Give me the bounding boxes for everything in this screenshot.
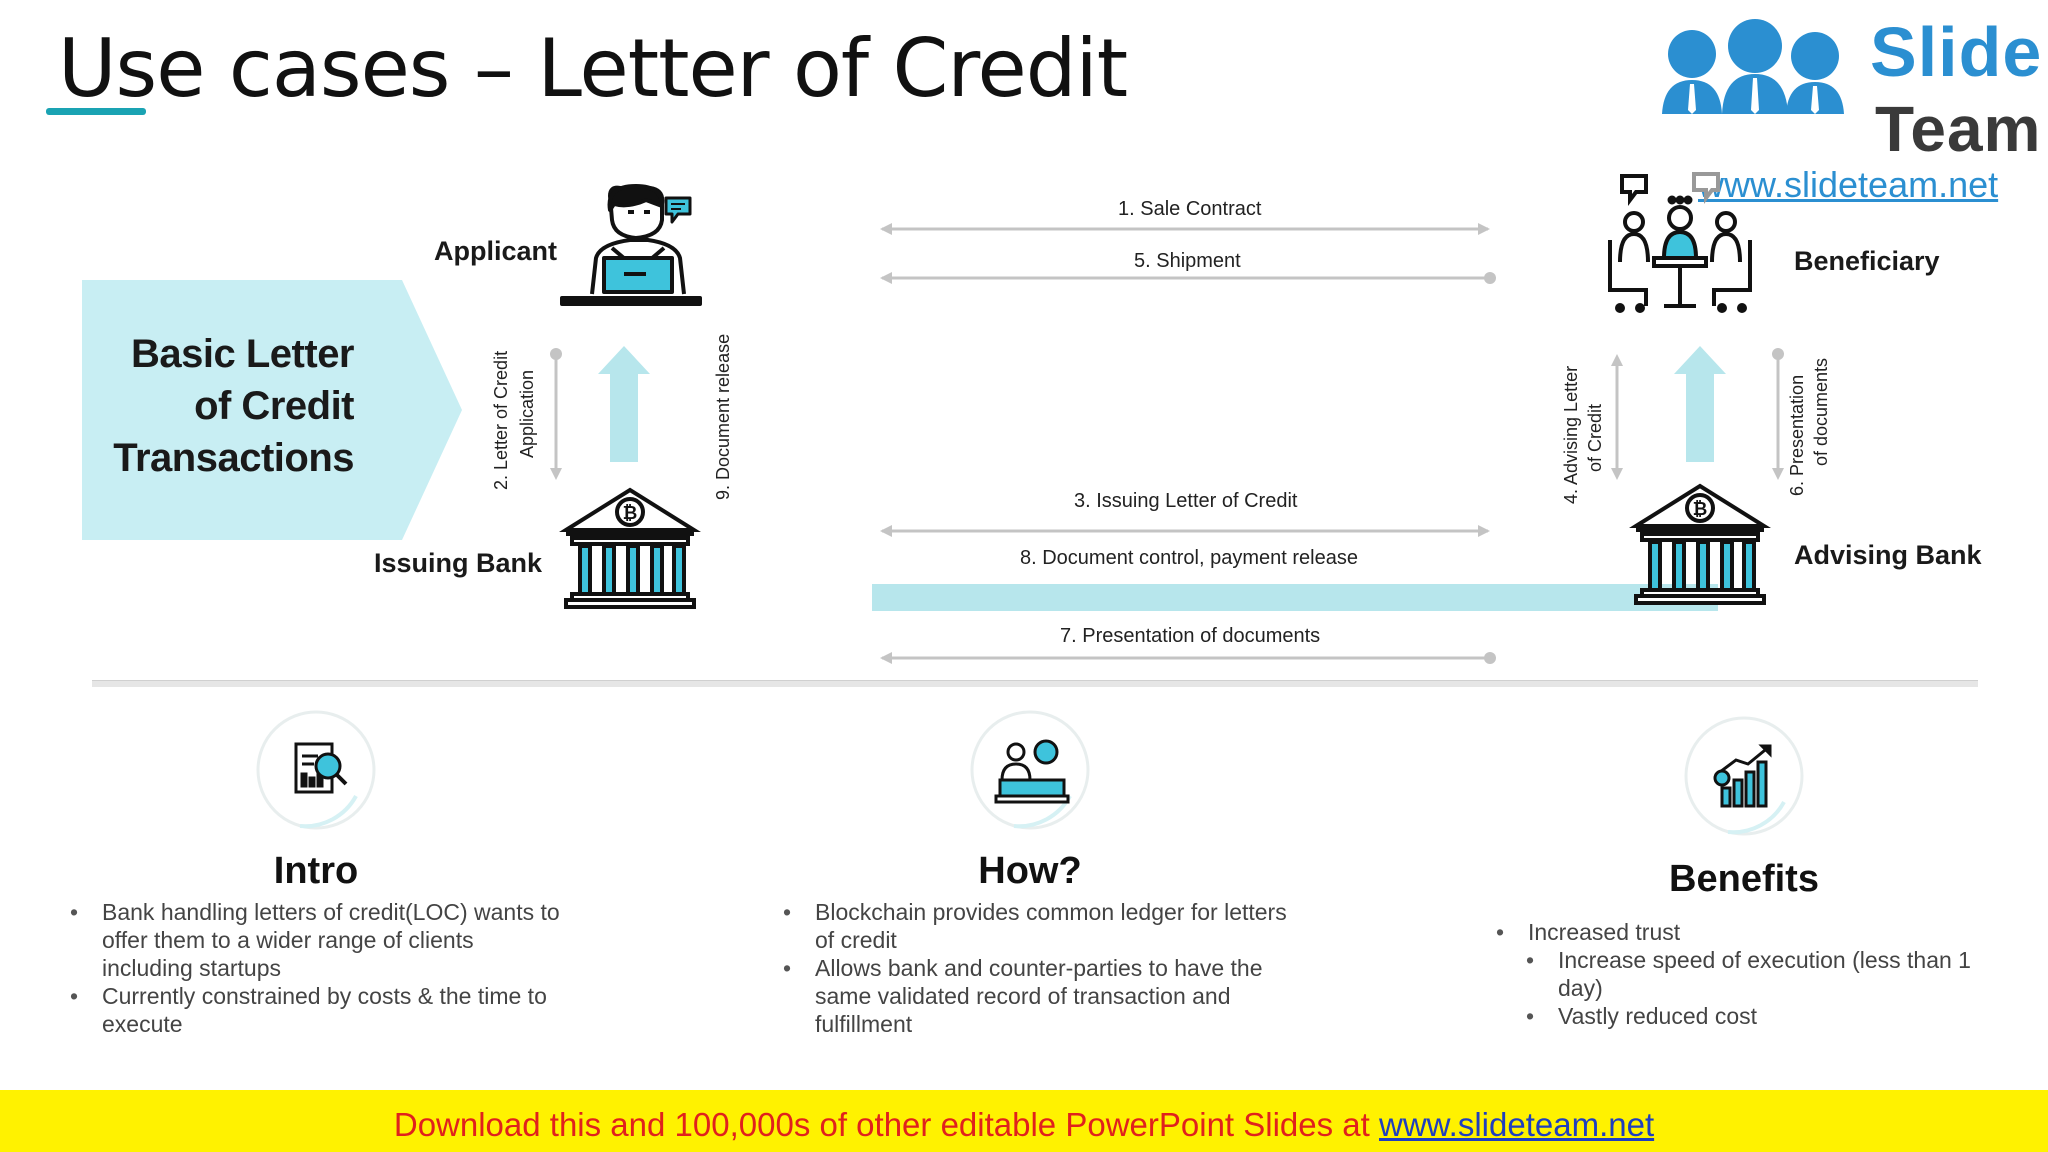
benefits-sub-bullet: Vastly reduced cost <box>1496 1002 1996 1030</box>
role-applicant: Applicant <box>434 236 558 266</box>
benefits-bullets: Increased trust Increase speed of execut… <box>1496 918 1996 1030</box>
footer-message: Download this and 100,000s of other edit… <box>393 1106 1379 1143</box>
label-loc-application-2: Application <box>517 369 537 458</box>
intro-bullet: Currently constrained by costs & the tim… <box>70 982 570 1038</box>
benefits-title: Benefits <box>1669 858 1819 900</box>
arrow-shipment <box>880 272 1496 284</box>
intro-bullet: Bank handling letters of credit(LOC) wan… <box>70 898 570 982</box>
how-bullet: Allows bank and counter-parties to have … <box>783 954 1303 1038</box>
label-loc-application-1: 2. Letter of Credit <box>491 350 511 490</box>
how-teller-icon <box>970 710 1090 830</box>
label-presentation-docs-1: 6. Presentation <box>1787 374 1807 496</box>
intro-bullets: Bank handling letters of credit(LOC) wan… <box>70 898 570 1038</box>
column-icons <box>256 710 1804 836</box>
benefits-bullet: Increased trust <box>1496 918 1996 946</box>
applicant-icon <box>560 184 702 306</box>
label-advising-loc-2: of Credit <box>1585 403 1605 472</box>
arrow-presentation-documents <box>880 652 1496 664</box>
role-advising-bank: Advising Bank <box>1794 540 1982 570</box>
label-document-control: 8. Document control, payment release <box>1020 547 1358 569</box>
label-document-release: 9. Document release <box>713 333 733 500</box>
svg-text:₿: ₿ <box>1693 499 1708 520</box>
chevron-line-1: Basic Letter <box>131 332 354 376</box>
slideteam-logo <box>1662 19 1844 114</box>
arrow-issuing-loc <box>880 525 1490 537</box>
arrow-presentation-docs-vertical <box>1772 348 1784 480</box>
label-issuing-loc: 3. Issuing Letter of Credit <box>1074 490 1298 512</box>
label-presentation-docs-2: of documents <box>1811 357 1831 466</box>
page-title: Use cases – Letter of Credit <box>58 22 1128 115</box>
how-bullets: Blockchain provides common ledger for le… <box>783 898 1303 1038</box>
benefits-growth-icon <box>1684 716 1804 836</box>
logo-word-team: Team <box>1875 93 2042 165</box>
up-arrow-issuing <box>598 346 650 462</box>
title-underline <box>46 108 146 115</box>
arrow-advising-loc <box>1611 354 1623 480</box>
logo-url-link[interactable]: www.slideteam.net <box>1698 164 1999 205</box>
how-title: How? <box>978 850 1082 892</box>
issuing-bank-icon: ₿ <box>559 487 701 609</box>
intro-title: Intro <box>273 850 359 892</box>
footer-banner <box>0 1090 2048 1152</box>
arrow-loc-application <box>550 348 562 480</box>
beneficiary-icon <box>1608 172 1752 313</box>
chevron-line-3: Transactions <box>113 436 354 480</box>
intro-report-icon <box>256 710 376 830</box>
how-bullet: Blockchain provides common ledger for le… <box>783 898 1303 954</box>
chevron-line-2: of Credit <box>194 384 354 428</box>
advising-bank-icon: ₿ <box>1629 483 1771 605</box>
benefits-sub-bullet: Increase speed of execution (less than 1… <box>1496 946 1996 1002</box>
up-arrow-advising <box>1674 346 1726 462</box>
role-issuing-bank: Issuing Bank <box>374 548 543 578</box>
label-sale-contract: 1. Sale Contract <box>1118 198 1262 220</box>
role-beneficiary: Beneficiary <box>1794 246 1940 276</box>
label-shipment: 5. Shipment <box>1134 250 1241 272</box>
arrow-sale-contract <box>880 223 1490 235</box>
chevron-box: Basic Letter of Credit Transactions <box>82 280 462 540</box>
label-advising-loc-1: 4. Advising Letter <box>1561 365 1581 504</box>
footer-text: Download this and 100,000s of other edit… <box>0 1106 2048 1144</box>
label-presentation-documents: 7. Presentation of documents <box>1060 625 1321 647</box>
footer-url-link[interactable]: www.slideteam.net <box>1379 1106 1655 1143</box>
logo-word-slide: Slide <box>1870 13 2043 91</box>
document-flow-band <box>872 584 1718 611</box>
section-divider <box>92 680 1978 687</box>
svg-text:₿: ₿ <box>623 503 638 524</box>
